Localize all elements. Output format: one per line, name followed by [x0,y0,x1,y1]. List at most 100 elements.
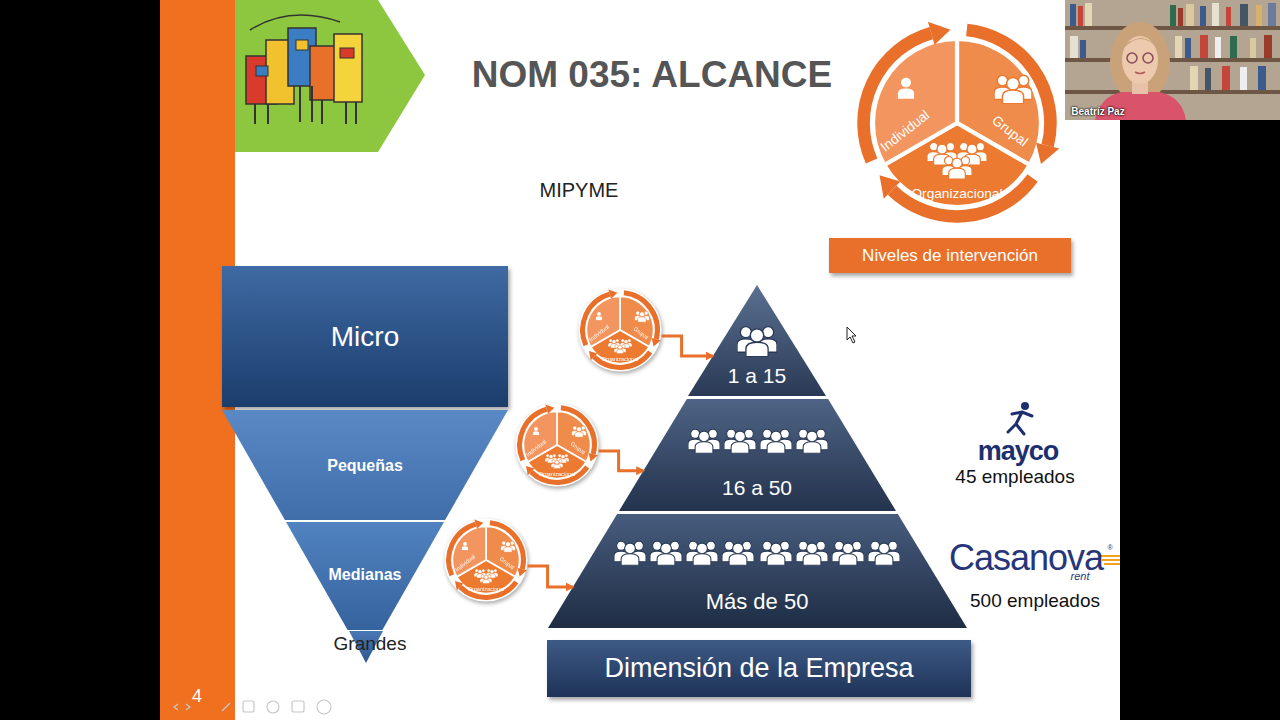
subtitle: MIPYME [540,179,619,201]
logo-graphic [255,86,356,124]
funnel-tip: Grandes [320,631,420,663]
cycle-ring-arrowhead [518,568,527,577]
webcam-video [1212,3,1219,26]
cycle-ring-arrowhead [589,351,597,360]
participant-name: Beatríz Paz [1071,106,1124,117]
company-logo: mayco [978,437,1059,467]
player-toolbar [317,700,331,714]
caption-box: Niveles de intervención [829,238,1071,273]
mini-cycle: IndividualGrupalOrganizacional [578,288,662,372]
cycle-ring-arc [460,582,516,597]
cycle-ring-arc [594,352,650,367]
connector-arrow [528,566,573,587]
funnel-band-fill [286,522,444,630]
webcam-video [1070,36,1078,58]
people-icons [545,454,569,469]
people-icons [796,541,828,565]
player-toolbar [267,701,279,713]
webcam-video [1190,66,1198,90]
node-label: 16 a 50 [722,476,792,499]
cycle-ring-arrowhead [608,289,617,298]
node-label: 1 a 15 [728,364,786,387]
webcam-video [1222,66,1230,90]
mini-cycle: IndividualGrupalOrganizacional [515,403,599,487]
pyramid-tier: 16 a 50 [619,399,896,511]
people-icons [501,541,516,552]
logo-graphic [235,0,425,152]
webcam-video [1065,26,1280,30]
cycle-ring-arrowhead [474,519,483,528]
webcam-video [1205,68,1211,90]
slide-number: 4 [192,687,202,707]
connector-arrow [599,451,644,471]
node-label: Pequeñas [327,457,403,475]
people-icons [533,427,539,435]
player-toolbar [222,703,230,711]
people-icons [927,143,987,180]
webcam-video [1256,5,1262,26]
cycle-background [515,403,598,486]
cycle-diagram: IndividualGrupalOrganizacional [852,18,1062,228]
cycle-background [578,288,661,371]
webcam-video [1215,37,1221,58]
cycle-ring-arrowhead [652,338,661,347]
logo-graphic [235,0,425,152]
webcam-video [1110,22,1170,102]
pyramid-tier: 1 a 15 [688,285,826,396]
logo-graphic [340,48,354,58]
pyramid-tier-fill [688,285,826,396]
people-icons [760,541,792,565]
people-icons [688,429,720,453]
people-icons [686,541,718,565]
webcam-video [1240,67,1247,90]
webcam-video [1122,36,1158,84]
mini-cycle: IndividualGrupalOrganizacional [444,518,528,602]
people-icons [572,426,587,437]
people-icons [462,542,468,550]
people-icons [614,541,646,565]
segment-label: Organizacional [539,471,576,477]
employee-count: 500 empleados [970,591,1100,612]
webcam-video [1127,53,1137,63]
people-icons [796,429,828,453]
people-icons [635,311,650,322]
people-icons [994,75,1032,104]
logo-graphic [334,34,362,102]
people-icons [724,429,756,453]
cycle-ring-arrowhead [589,453,598,462]
logo-graphic [250,15,340,30]
webcam-video [1240,4,1248,26]
people-icons [474,569,498,584]
webcam-video [1268,3,1276,26]
company-logo: rent [1071,570,1090,582]
funnel-band: Medianas [286,522,444,630]
people-icons [596,312,602,320]
webcam-video [1124,38,1158,48]
employee-count: 45 empleados [955,467,1074,488]
webcam-video [1226,7,1231,26]
node-label: Grandes [334,634,407,655]
webcam-video [1065,90,1280,94]
cycle-ring-arc [531,467,587,482]
webcam-video [1250,38,1256,58]
cycle-background [853,19,1061,227]
mayco-runner [1008,412,1032,434]
webcam-video [1070,4,1076,26]
mouse-cursor [847,327,856,343]
funnel-band-fill [222,410,508,520]
people-icons [608,339,632,354]
webcam-video [1264,35,1272,58]
webcam-video [1135,72,1145,74]
webcam-video [1170,5,1176,26]
funnel-box: Micro [222,266,508,407]
node-label: Niveles de intervención [862,247,1038,266]
node-label: Dimensión de la Empresa [604,654,913,684]
people-icons [898,78,914,99]
pyramid-tier-fill [548,514,967,628]
webcam-video [1175,36,1182,58]
people-icons [722,541,754,565]
funnel-band: Pequeñas [222,410,508,520]
